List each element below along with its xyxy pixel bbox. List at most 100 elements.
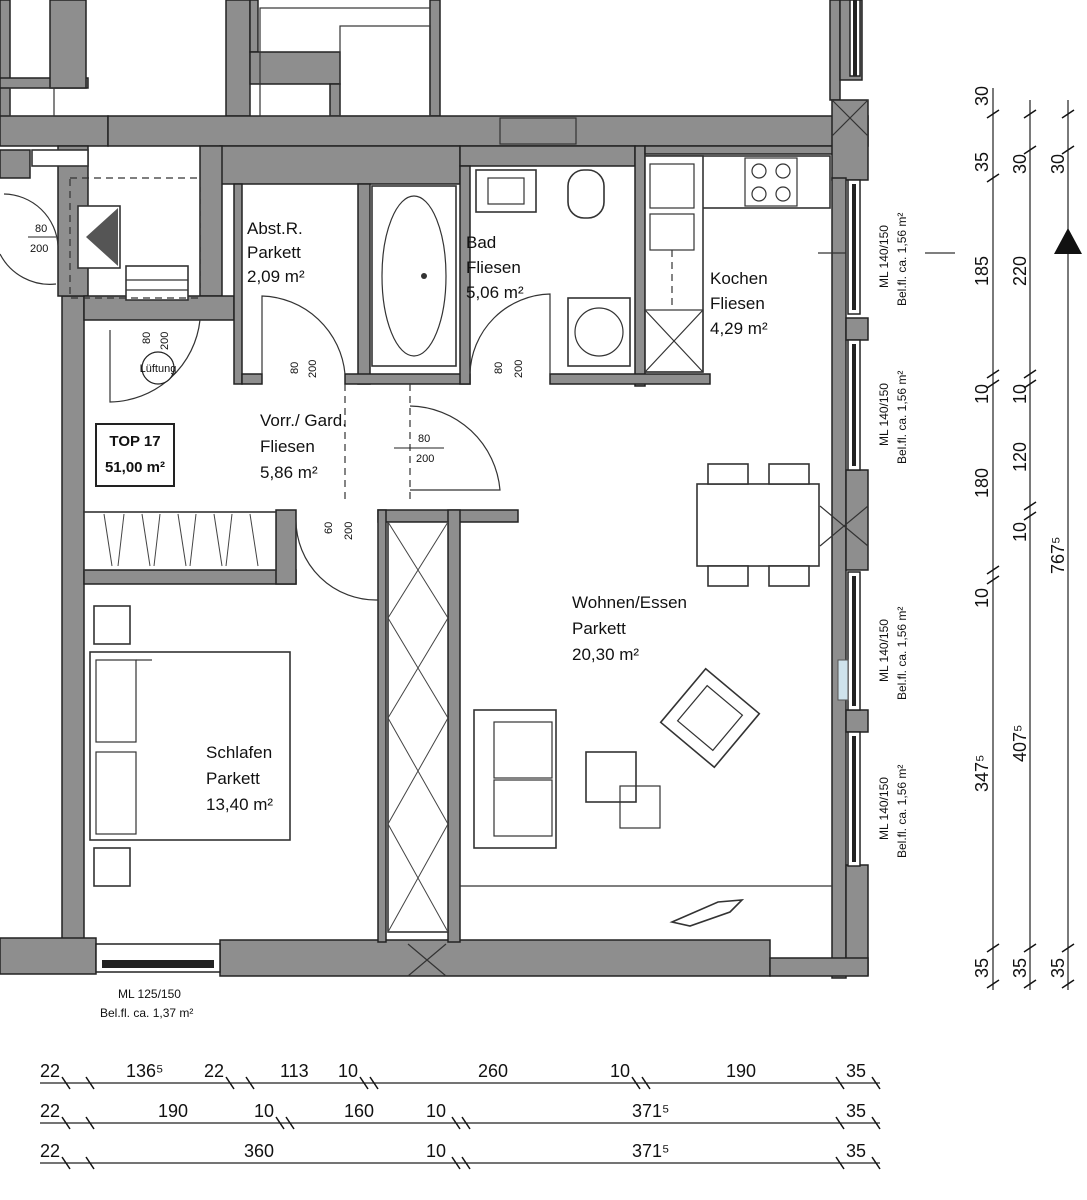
door-swing xyxy=(469,293,551,375)
wardrobe-hangers xyxy=(103,513,259,567)
dimension-value: 35 xyxy=(846,1101,866,1121)
door-swing xyxy=(409,405,501,491)
wall-segment xyxy=(199,145,223,297)
wall-segment xyxy=(769,957,869,977)
neighbour-room xyxy=(339,25,431,117)
door-swing xyxy=(0,253,57,285)
dimension-value: 371⁵ xyxy=(632,1141,670,1161)
window-area: Bel.fl. ca. 1,56 m² xyxy=(895,213,909,306)
nightstand xyxy=(93,847,131,887)
dimension-value: 22 xyxy=(40,1061,60,1081)
room-floor: Parkett xyxy=(572,619,626,638)
neighbour-room xyxy=(9,87,55,117)
dimension-value: 180 xyxy=(972,468,992,498)
pillow xyxy=(95,751,137,835)
wall-segment xyxy=(377,509,387,943)
door-label: 80 200 xyxy=(394,433,444,465)
dining-table xyxy=(696,483,820,567)
drain-icon xyxy=(421,273,427,279)
room-label-bad: Bad Fliesen 5,06 m² xyxy=(466,233,524,302)
door-label: 80 200 xyxy=(141,332,171,350)
stair-steps-icon xyxy=(125,265,189,301)
window-pane xyxy=(853,0,857,76)
dimension-value: 22 xyxy=(204,1061,224,1081)
wall-segment xyxy=(459,165,471,385)
corner-mark xyxy=(819,505,869,547)
dimension-value: 30 xyxy=(972,86,992,106)
ventilation-label: Lüftung xyxy=(140,363,177,375)
dimension-ticks xyxy=(61,109,1075,1170)
room-area: 4,29 m² xyxy=(710,319,768,338)
burner-icon xyxy=(775,186,791,202)
wall-segment xyxy=(107,115,869,147)
door-height: 200 xyxy=(30,243,48,255)
dimension-value: 10 xyxy=(972,384,992,404)
dimension-value: 35 xyxy=(1010,958,1030,978)
wall-segment xyxy=(83,569,297,585)
room-label-vorraum: Vorr./ Gard. Fliesen 5,86 m² xyxy=(260,411,347,482)
room-area: 2,09 m² xyxy=(247,267,305,286)
burner-icon xyxy=(775,163,791,179)
wardrobe xyxy=(83,511,277,571)
dimension-row-2: 22 190 10 160 10 371⁵ 35 xyxy=(40,1101,866,1121)
sofa xyxy=(473,709,557,849)
cooktop xyxy=(744,157,798,207)
wall-segment xyxy=(329,83,341,117)
dimension-value: 113 xyxy=(280,1061,309,1081)
door-swing xyxy=(295,519,379,601)
room-area: 13,40 m² xyxy=(206,795,273,814)
coffee-table xyxy=(619,785,661,829)
dimension-row-1: 22 136⁵ 22 113 10 260 10 190 35 xyxy=(40,1061,866,1081)
wall-segment xyxy=(241,373,263,385)
stair-arrow-icon xyxy=(86,208,118,266)
dimension-value: 347⁵ xyxy=(972,755,992,793)
dimension-value: 10 xyxy=(426,1141,446,1161)
chair xyxy=(768,463,810,485)
dimension-value: 10 xyxy=(610,1061,630,1081)
kitchen-counter-side xyxy=(644,155,704,373)
unit-area: 51,00 m² xyxy=(105,459,165,476)
wall-segment xyxy=(429,0,441,117)
window-pane xyxy=(852,736,856,862)
wall-segment xyxy=(249,51,341,85)
unit-name: TOP 17 xyxy=(109,433,160,450)
dimension-value: 190 xyxy=(726,1061,756,1081)
door-width: 80 xyxy=(35,223,47,235)
room-label-schlafen: Schlafen Parkett 13,40 m² xyxy=(206,743,273,814)
bathtub xyxy=(371,185,457,367)
room-name: Abst.R. xyxy=(247,219,303,238)
door-width: 80 xyxy=(289,362,301,374)
fixtures xyxy=(9,7,955,933)
dimension-col-1: 30 35 185 10 180 10 347⁵ 35 xyxy=(972,86,992,978)
window-type: ML 140/150 xyxy=(877,619,891,682)
room-floor: Fliesen xyxy=(260,437,315,456)
window-area: Bel.fl. ca. 1,56 m² xyxy=(895,765,909,858)
dimension-value: 185 xyxy=(972,256,992,286)
wall-segment xyxy=(61,295,85,947)
wall-segment xyxy=(845,709,869,733)
wall-segment xyxy=(219,939,771,977)
window-pane xyxy=(852,344,856,466)
dimension-value: 371⁵ xyxy=(632,1101,670,1121)
wall-segment xyxy=(0,149,31,179)
room-label-wohnen: Wohnen/Essen Parkett 20,30 m² xyxy=(572,593,687,664)
bed xyxy=(89,651,291,841)
window-pane xyxy=(102,960,214,968)
burner-icon xyxy=(751,186,767,202)
room-area: 5,86 m² xyxy=(260,463,318,482)
window-pane xyxy=(852,576,856,706)
shoe-rack xyxy=(669,899,745,927)
wall-segment xyxy=(829,0,841,101)
shaft xyxy=(31,149,89,167)
chair xyxy=(707,565,749,587)
level-arrow-icon xyxy=(1054,228,1082,254)
window-label: ML 140/150 Bel.fl. ca. 1,56 m² xyxy=(877,607,909,700)
sofa-cushion xyxy=(493,779,553,837)
dimension-value: 10 xyxy=(338,1061,358,1081)
door-width: 60 xyxy=(323,522,335,534)
door-label: 80 200 xyxy=(493,360,525,378)
room-name: Bad xyxy=(466,233,496,252)
dimension-value: 10 xyxy=(972,588,992,608)
window-label: ML 140/150 Bel.fl. ca. 1,56 m² xyxy=(877,371,909,464)
room-name: Schlafen xyxy=(206,743,272,762)
